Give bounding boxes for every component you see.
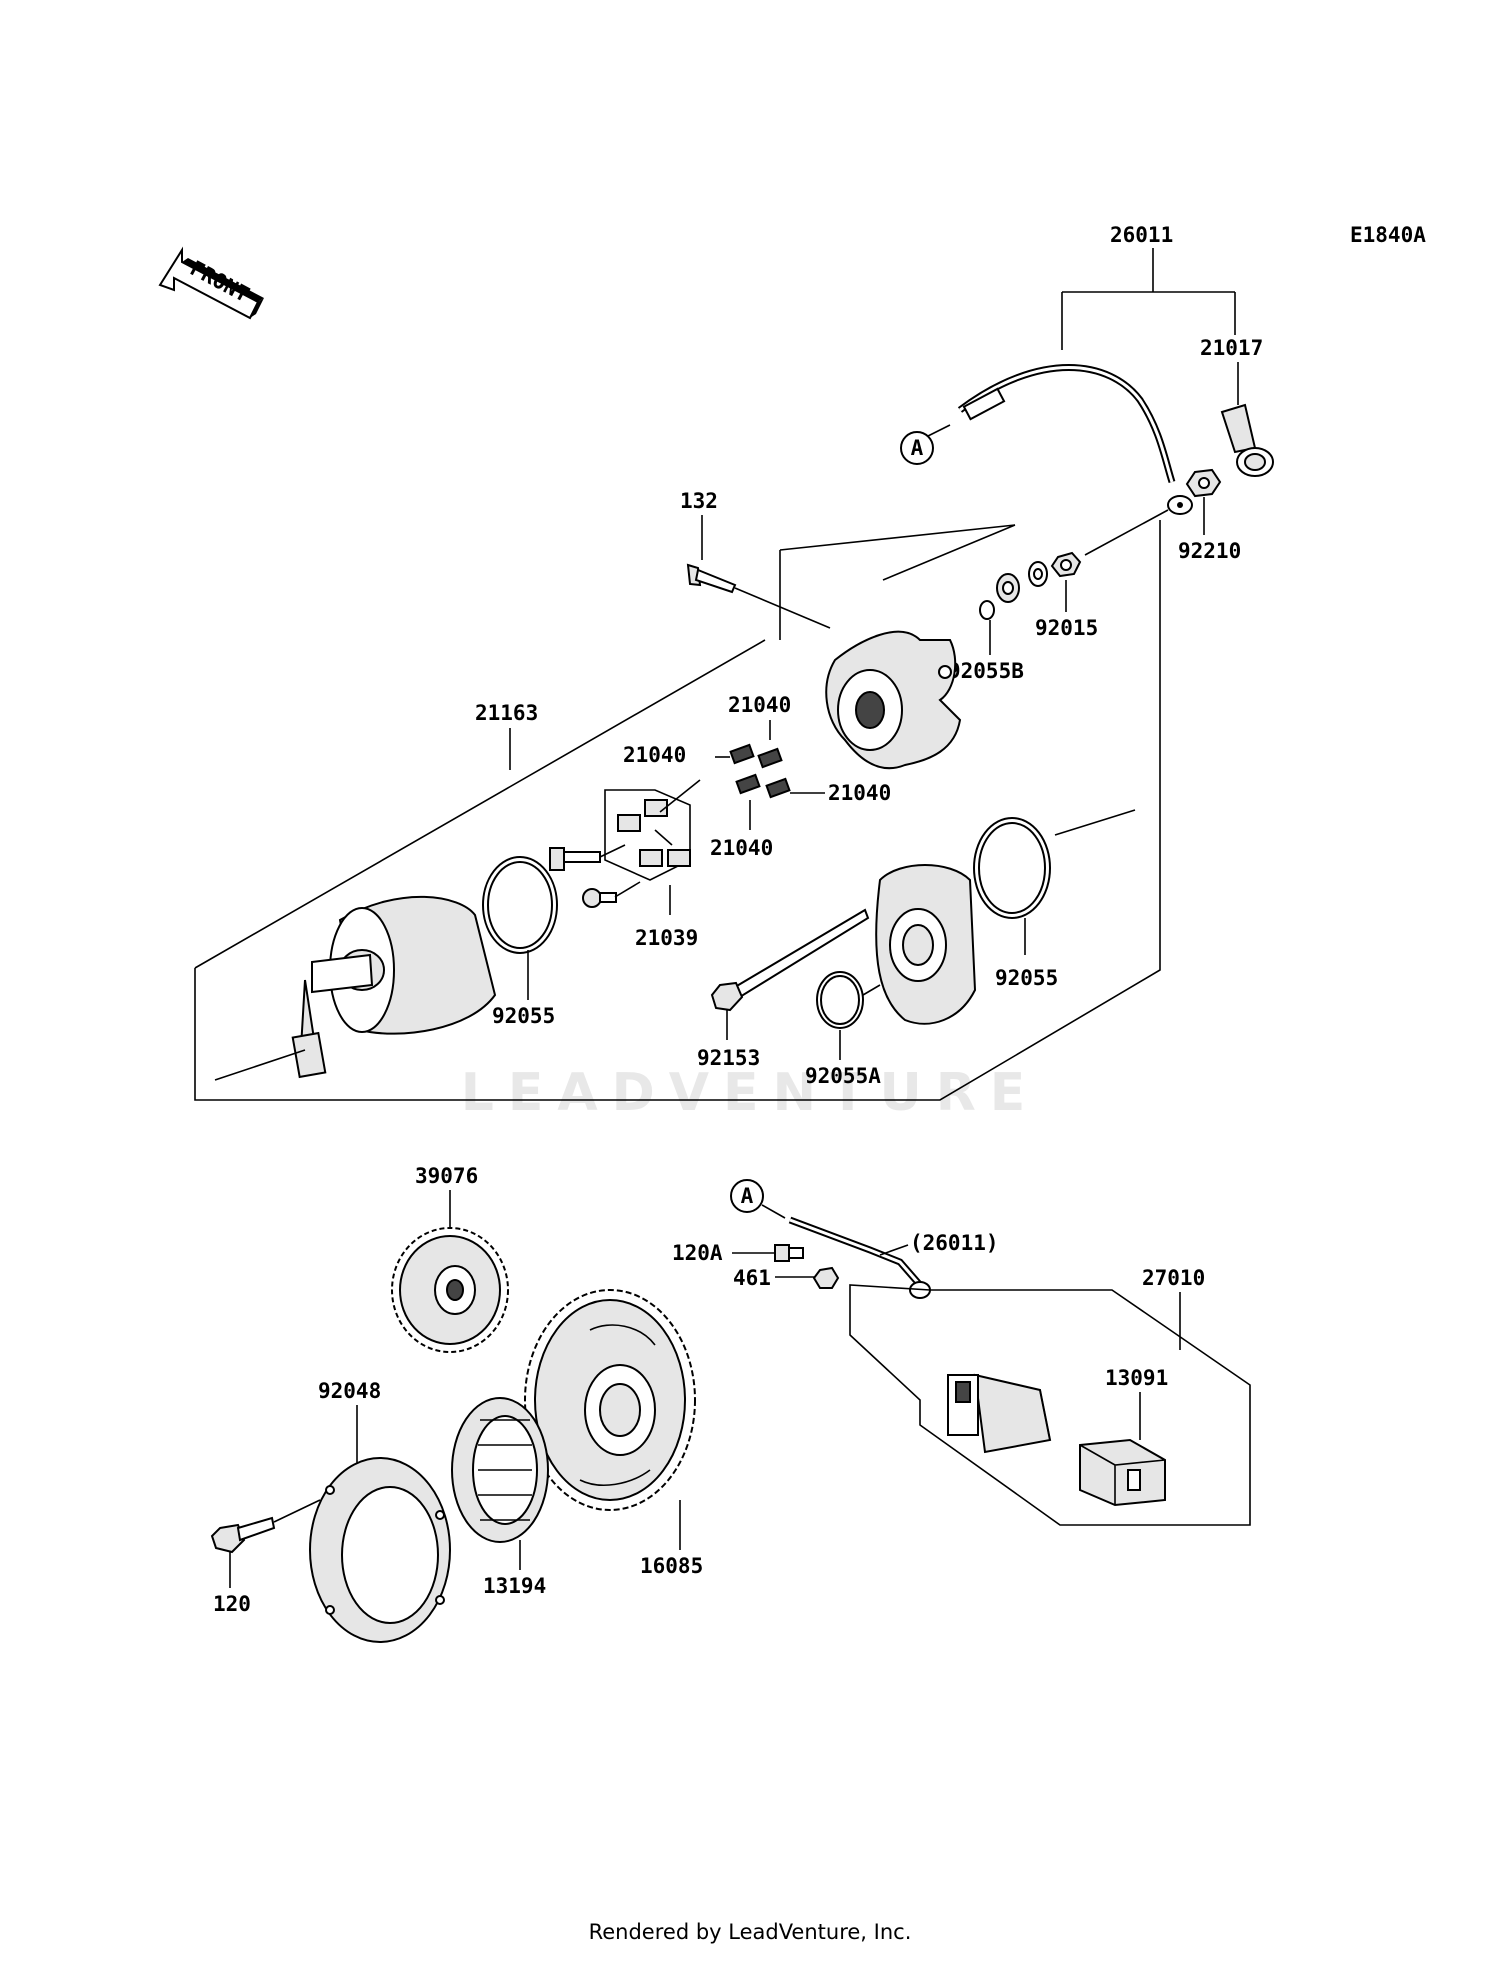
connector-a-top-label: A bbox=[911, 436, 924, 460]
label-92055B: 92055B bbox=[948, 659, 1024, 683]
footer: Rendered by LeadVenture, Inc. bbox=[588, 1920, 912, 1944]
nut-461 bbox=[812, 1266, 840, 1289]
label-21017: 21017 bbox=[1200, 336, 1263, 360]
terminal-bolt bbox=[549, 847, 601, 871]
o-ring-92055-left bbox=[482, 856, 558, 954]
coupling-plate-92048 bbox=[309, 1457, 451, 1643]
relay-box-13091 bbox=[1079, 1438, 1166, 1507]
label-92153: 92153 bbox=[697, 1046, 760, 1070]
connector-a-bottom-label: A bbox=[741, 1184, 754, 1208]
label-120A: 120A bbox=[672, 1241, 723, 1265]
label-16085: 16085 bbox=[640, 1554, 703, 1578]
starter-relay-27010 bbox=[947, 1373, 1052, 1454]
label-13194: 13194 bbox=[483, 1574, 546, 1598]
watermark: LEADVENTURE bbox=[461, 1063, 1040, 1123]
label-21040-left: 21040 bbox=[623, 743, 686, 767]
label-461: 461 bbox=[733, 1266, 771, 1290]
label-39076: 39076 bbox=[415, 1164, 478, 1188]
o-ring-92055b bbox=[979, 600, 995, 620]
diagram-code: E1840A bbox=[1350, 223, 1426, 247]
label-92048: 92048 bbox=[318, 1379, 381, 1403]
rear-cover bbox=[825, 630, 962, 770]
screw-120A bbox=[774, 1244, 804, 1262]
o-ring-92055-right bbox=[973, 817, 1051, 919]
label-21040-bottom: 21040 bbox=[710, 836, 773, 860]
label-92055-left: 92055 bbox=[492, 1004, 555, 1028]
starter-yoke bbox=[291, 895, 497, 1079]
cable-sleeve bbox=[962, 387, 1006, 421]
front-arrow-icon: FRONT bbox=[158, 246, 264, 320]
label-92055A: 92055A bbox=[805, 1064, 881, 1088]
label-92055-right: 92055 bbox=[995, 966, 1058, 990]
label-26011: 26011 bbox=[1110, 223, 1173, 247]
label-21039: 21039 bbox=[635, 926, 698, 950]
screw bbox=[582, 888, 617, 908]
label-27010: 27010 bbox=[1142, 1266, 1205, 1290]
terminal-cap bbox=[1220, 403, 1257, 454]
idle-gear-39076 bbox=[391, 1227, 509, 1353]
callout-bracket-26011 bbox=[1061, 248, 1236, 350]
front-cover bbox=[875, 864, 977, 1025]
one-way-clutch-13194 bbox=[451, 1397, 549, 1543]
battery-cable bbox=[957, 364, 1176, 484]
label-21040-top: 21040 bbox=[728, 693, 791, 717]
cable-26011-ref bbox=[788, 1216, 923, 1288]
connector-a-top bbox=[900, 431, 934, 465]
label-13091: 13091 bbox=[1105, 1366, 1168, 1390]
label-92015: 92015 bbox=[1035, 616, 1098, 640]
label-21163: 21163 bbox=[475, 701, 538, 725]
brush-holder-21039 bbox=[604, 789, 691, 881]
bolt-120 bbox=[210, 1516, 276, 1554]
starter-gear-16085 bbox=[524, 1289, 696, 1511]
through-bolt-92153 bbox=[710, 908, 870, 1012]
bolt-132 bbox=[686, 563, 737, 594]
brush-springs bbox=[729, 743, 791, 799]
label-21040-right: 21040 bbox=[828, 781, 891, 805]
label-92210: 92210 bbox=[1178, 539, 1241, 563]
label-120: 120 bbox=[213, 1592, 251, 1616]
label-132: 132 bbox=[680, 489, 718, 513]
connector-a-bottom bbox=[730, 1179, 764, 1213]
callout-bracket-21163 bbox=[194, 520, 1161, 1101]
label-26011-ref: (26011) bbox=[910, 1231, 999, 1255]
callout-bracket-27010 bbox=[849, 1284, 1251, 1526]
